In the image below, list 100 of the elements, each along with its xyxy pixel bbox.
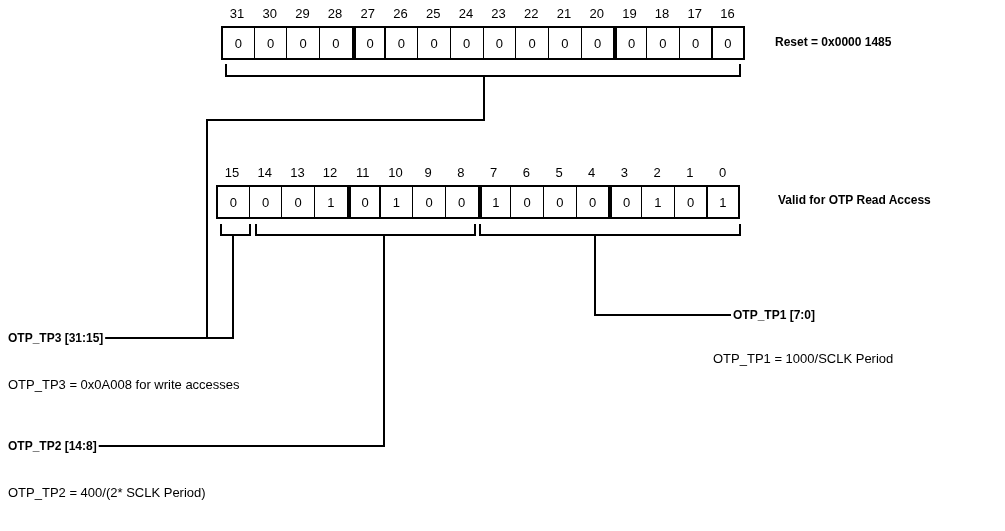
bit-cell [221, 26, 255, 60]
bit-value: 1 [327, 194, 335, 210]
bit-number: 0 [717, 165, 728, 180]
bit-value: 0 [366, 35, 374, 51]
bit-number: 19 [621, 6, 638, 21]
bit-range-bracket [225, 63, 741, 77]
bit-number: 29 [294, 6, 311, 21]
bit-cell [711, 26, 746, 60]
bit-cell [477, 185, 512, 219]
bit-cell [417, 26, 451, 60]
bit-cell [646, 26, 680, 60]
bit-cell [510, 185, 544, 219]
bit-number: 10 [387, 165, 404, 180]
bit-value: 0 [430, 35, 438, 51]
bit-number: 6 [521, 165, 531, 180]
bit-number: 7 [488, 165, 499, 180]
bit-cell [314, 185, 348, 219]
bit-value: 0 [463, 35, 471, 51]
bit-cell [608, 185, 643, 219]
bit-number: 30 [261, 6, 278, 21]
bit-value: 1 [492, 194, 500, 210]
reset-value-note: Reset = 0x0000 1485 [775, 35, 892, 49]
bit-number: 28 [326, 6, 344, 21]
bit-value: 0 [687, 194, 695, 210]
bit-number: 15 [223, 165, 241, 180]
bit-number: 5 [554, 165, 564, 180]
formula-text: OTP_TP2 = 400/(2* SCLK Period) [8, 485, 206, 500]
bit-cell [346, 185, 381, 219]
bit-number: 12 [321, 165, 339, 180]
leader-line [97, 234, 385, 447]
bit-number: 31 [228, 6, 246, 21]
bit-value: 1 [392, 194, 400, 210]
bit-cell [673, 185, 708, 219]
bit-cell [678, 26, 713, 60]
bit-value: 0 [659, 35, 667, 51]
bit-cell [253, 26, 288, 60]
bit-cell [286, 26, 321, 60]
bit-cell [351, 26, 386, 60]
bit-number: 3 [619, 165, 629, 180]
bit-cell [384, 26, 419, 60]
bit-number: 21 [555, 6, 573, 21]
bit-number: 25 [424, 6, 442, 21]
field-name: OTP_TP1 [7:0] [733, 308, 816, 322]
bit-number: 13 [289, 165, 306, 180]
bit-value: 1 [719, 194, 727, 210]
bit-cell [543, 185, 577, 219]
bit-cell [613, 26, 648, 60]
bit-cell [641, 185, 675, 219]
bit-value: 0 [361, 194, 369, 210]
bit-number: 2 [652, 165, 662, 180]
bit-value: 0 [294, 194, 302, 210]
bit-number: 23 [490, 6, 507, 21]
bit-value: 0 [523, 194, 531, 210]
bit-value: 0 [495, 35, 504, 51]
bit-number: 20 [588, 6, 605, 21]
bit-number: 16 [719, 6, 736, 21]
bit-value: 0 [261, 194, 270, 210]
bit-cell [281, 185, 316, 219]
access-note: Valid for OTP Read Access [778, 193, 932, 207]
bit-number: 26 [392, 6, 409, 21]
leader-line [594, 234, 732, 316]
bit-cell [444, 185, 479, 219]
bit-cell [412, 185, 446, 219]
bit-value: 0 [458, 194, 466, 210]
bit-range-bracket [255, 223, 476, 236]
bit-cell [580, 26, 615, 60]
bit-number: 9 [423, 165, 433, 180]
leader-line [104, 234, 234, 339]
bit-cell [449, 26, 484, 60]
bit-value: 0 [692, 35, 700, 51]
bit-value: 0 [623, 194, 631, 210]
formula-text: OTP_TP3 = 0x0A008 for write accesses [8, 377, 240, 392]
bit-value: 0 [628, 35, 636, 51]
field-name: OTP_TP3 [31:15] [8, 331, 104, 345]
bit-number: 11 [355, 165, 371, 180]
bit-cell [216, 185, 250, 219]
formula-text: OTP_TP1 = 1000/SCLK Period [713, 351, 894, 366]
bit-range-bracket [220, 223, 251, 236]
bit-value: 0 [561, 35, 569, 51]
bit-cell [248, 185, 283, 219]
bit-number: 17 [686, 6, 704, 21]
bit-number: 27 [359, 6, 377, 21]
bit-number: 4 [587, 165, 597, 180]
field-name: OTP_TP2 [14:8] [8, 439, 97, 453]
bit-value: 0 [299, 35, 307, 51]
bit-cell [319, 26, 353, 60]
bit-cell [515, 26, 549, 60]
bit-value: 0 [556, 194, 564, 210]
bit-value: 0 [588, 194, 597, 210]
bit-number: 18 [653, 6, 671, 21]
bit-value: 0 [332, 35, 340, 51]
bit-value: 1 [654, 194, 662, 210]
bit-value: 0 [593, 35, 602, 51]
bit-range-bracket [479, 223, 741, 236]
bit-number: 8 [456, 165, 466, 180]
bit-value: 0 [229, 194, 237, 210]
bit-value: 0 [234, 35, 242, 51]
bit-cell [482, 26, 517, 60]
bit-value: 0 [397, 35, 405, 51]
bit-cell [575, 185, 610, 219]
